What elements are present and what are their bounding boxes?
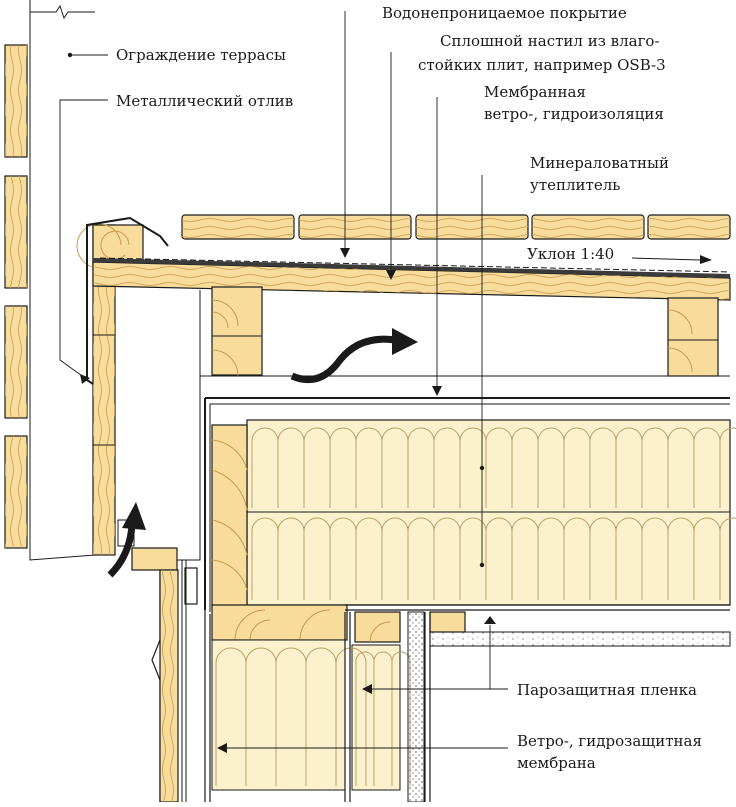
label-metal-flashing: Металлический отлив: [116, 92, 293, 110]
label-membrane-1: Мембранная: [484, 83, 586, 101]
ceiling-layers: [345, 604, 731, 647]
lower-siding: [131, 547, 198, 803]
label-waterproof-cover: Водонепроницаемое покрытие: [382, 4, 627, 22]
label-membrane-2: ветро-, гидроизоляция: [484, 105, 664, 123]
sloped-deck: [92, 257, 731, 301]
terrace-fence: [4, 0, 96, 561]
top-plate: [211, 604, 466, 643]
label-vapor-barrier: Парозащитная пленка: [517, 681, 697, 699]
leader-markers: [67, 52, 496, 753]
label-wind-membrane-1: Ветро-, гидрозащитная: [517, 732, 702, 750]
mineral-wool-upper: [246, 419, 736, 606]
rim-beam: [211, 424, 248, 608]
slope-arrow: [631, 255, 712, 264]
leader-lines: [59, 11, 508, 749]
label-slope: Уклон 1:40: [527, 245, 614, 263]
label-mineral-wool-1: Минераловатный: [530, 154, 669, 172]
label-mineral-wool-2: утеплитель: [530, 176, 620, 194]
top-deck-boards: [181, 214, 731, 240]
label-solid-deck-1: Сплошной настил из влаго-: [440, 32, 660, 50]
label-solid-deck-2: стойких плит, например OSB-3: [418, 56, 666, 74]
air-flow-arrow-top: [290, 328, 418, 383]
label-terrace-fence: Ограждение террасы: [116, 46, 286, 64]
joists: [211, 286, 719, 377]
label-wind-membrane-2: мембрана: [517, 754, 596, 772]
wall-insulation-lower: [204, 610, 431, 803]
membrane-lines: [150, 290, 730, 612]
air-flow-arrow-bottom: [107, 502, 146, 578]
